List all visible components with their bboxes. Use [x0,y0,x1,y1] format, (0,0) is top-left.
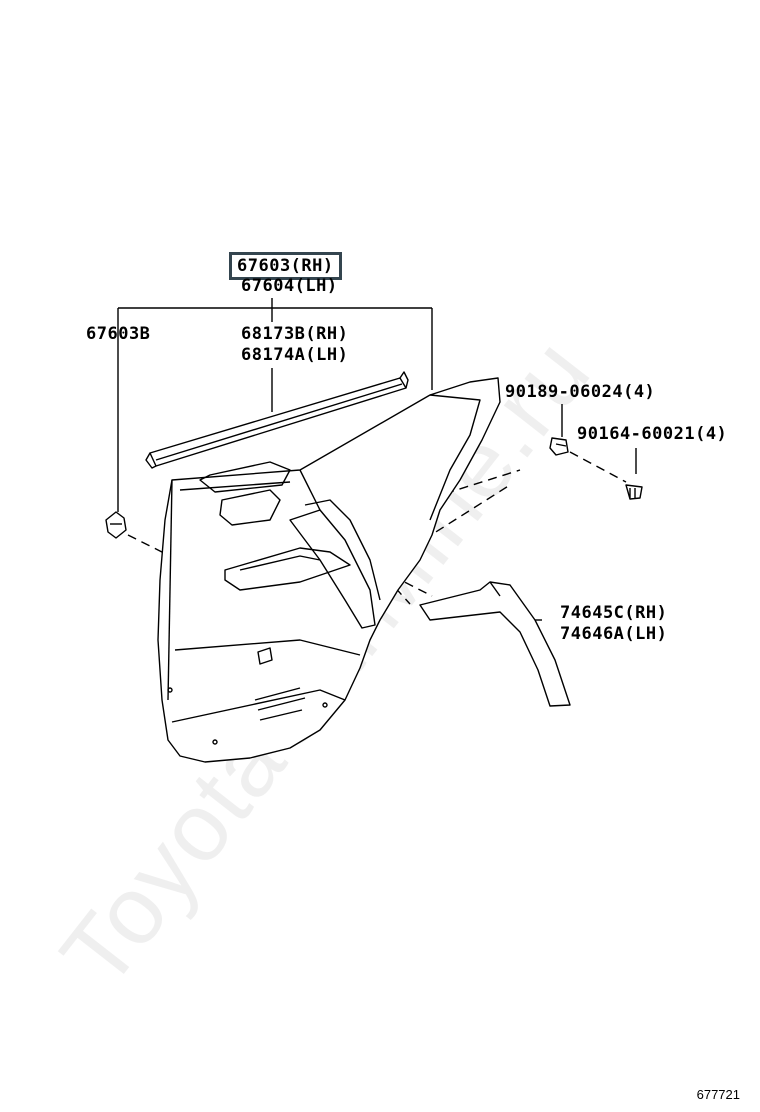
label-clip-right[interactable]: 90189-06024(4) [505,382,656,402]
label-upper-board-rh[interactable]: 67603(RH) [229,252,342,280]
clip-left-part [105,511,127,539]
weatherstrip-part [145,371,409,469]
figure-id: 677721 [696,1087,740,1102]
armrest-garnish [419,581,571,707]
clip-right-part [549,437,569,456]
screw-part [625,484,643,500]
label-weatherstrip-rh[interactable]: 68173B(RH) [241,324,349,344]
label-weatherstrip-lh[interactable]: 68174A(LH) [241,345,349,365]
leader-lines [117,298,637,621]
label-upper-board-lh[interactable]: 67604(LH) [241,276,338,296]
label-screw[interactable]: 90164-60021(4) [577,424,728,444]
label-garnish-lh[interactable]: 74646A(LH) [560,624,668,644]
label-clip-left[interactable]: 67603B [86,324,151,344]
label-garnish-rh[interactable]: 74645C(RH) [560,603,668,623]
door-trim-board [157,377,501,763]
